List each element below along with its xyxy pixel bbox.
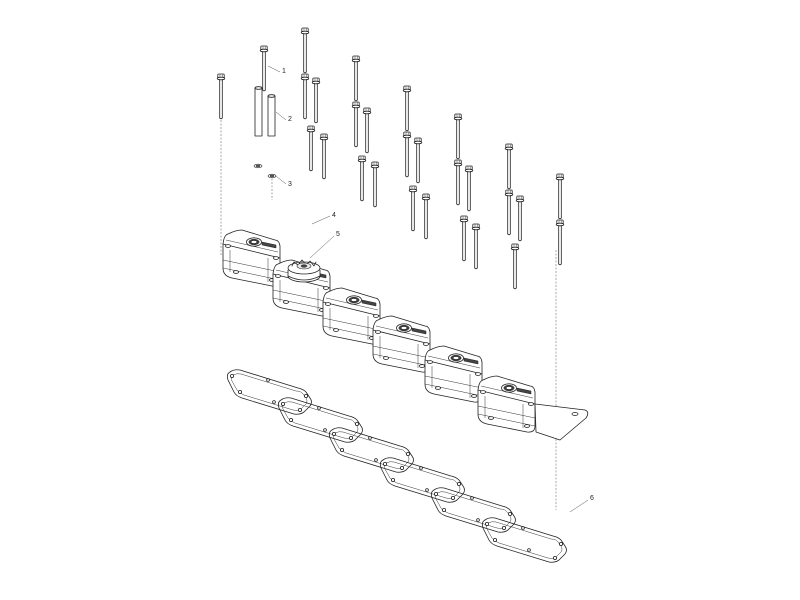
hex-flange-bolt-icon <box>216 73 226 120</box>
callout-3: 3 <box>288 181 292 188</box>
valve-cover-icon <box>322 287 381 345</box>
hex-flange-bolt-icon <box>515 195 525 242</box>
hex-flange-bolt-icon <box>471 223 481 270</box>
oil-filler-cap-icon <box>287 259 321 283</box>
valve-covers-group <box>222 229 589 441</box>
callout-5: 5 <box>336 231 340 238</box>
seal-washer-icon <box>267 173 277 179</box>
valve-cover-icon <box>222 229 281 287</box>
valve-cover-icon <box>372 315 431 373</box>
gasket-icon <box>379 457 465 503</box>
hex-flange-bolt-icon <box>504 143 514 190</box>
hex-flange-bolt-icon <box>357 155 367 202</box>
callout-1: 1 <box>282 68 286 75</box>
sleeve-spacer-icon <box>267 95 276 137</box>
seal-washer-icon <box>253 163 263 169</box>
gasket-icon <box>481 517 567 563</box>
hex-flange-bolt-icon <box>510 243 520 290</box>
hex-flange-bolt-icon <box>319 133 329 180</box>
hex-flange-bolt-icon <box>351 55 361 102</box>
hex-flange-bolt-icon <box>402 85 412 132</box>
center-lines <box>220 120 557 510</box>
hex-flange-bolt-icon <box>300 27 310 74</box>
hex-flange-bolt-icon <box>453 159 463 206</box>
callout-4: 4 <box>332 212 336 219</box>
hex-flange-bolt-icon <box>555 173 565 220</box>
hex-flange-bolt-icon <box>453 113 463 160</box>
gasket-icon <box>328 427 414 473</box>
hex-flange-bolt-icon <box>370 161 380 208</box>
hex-flange-bolt-icon <box>402 131 412 178</box>
sleeve-spacer-icon <box>254 87 263 137</box>
callout-2: 2 <box>288 116 292 123</box>
gasket-icon <box>277 397 363 443</box>
valve-cover-icon <box>424 345 483 403</box>
hex-flange-bolt-icon <box>362 107 372 154</box>
hex-flange-bolt-icon <box>300 73 310 120</box>
washers-group <box>253 163 277 179</box>
spacers-group <box>254 86 276 137</box>
hex-flange-bolt-icon <box>555 219 565 266</box>
leader-lines <box>267 65 589 513</box>
hex-flange-bolt-icon <box>311 77 321 124</box>
hex-flange-bolt-icon <box>306 125 316 172</box>
hex-flange-bolt-icon <box>259 45 269 92</box>
hex-flange-bolt-icon <box>351 101 361 148</box>
gasket-icon <box>430 487 516 533</box>
valve-cover-icon <box>477 375 536 433</box>
hex-flange-bolt-icon <box>464 165 474 212</box>
gasket-icon <box>226 369 312 415</box>
hex-flange-bolt-icon <box>413 137 423 184</box>
hex-flange-bolt-icon <box>459 215 469 262</box>
hex-flange-bolt-icon <box>408 185 418 232</box>
hex-flange-bolt-icon <box>504 189 514 236</box>
hex-flange-bolt-icon <box>421 193 431 240</box>
callout-6: 6 <box>590 495 594 502</box>
